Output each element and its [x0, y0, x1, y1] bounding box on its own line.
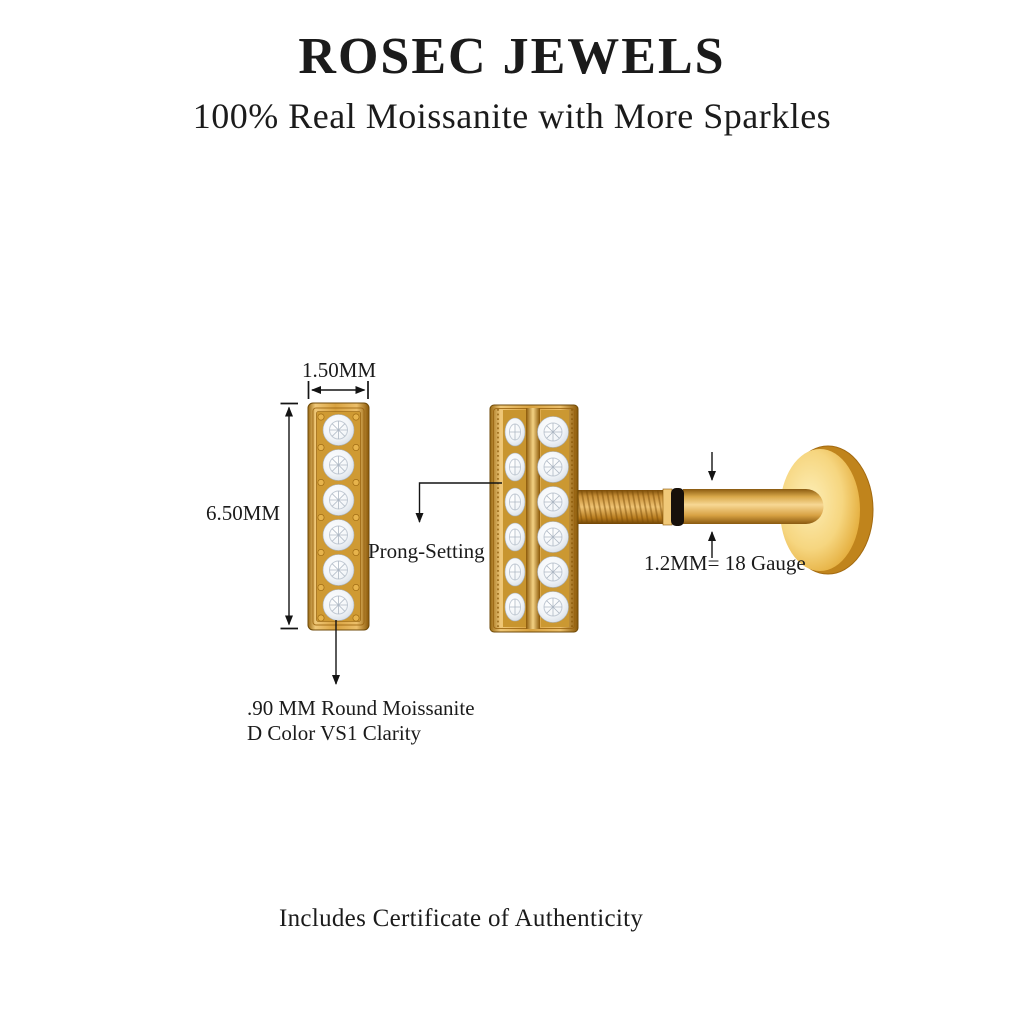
post-gauge-label: 1.2MM= 18 Gauge — [644, 551, 806, 575]
post-collar — [662, 488, 673, 526]
stone-spec-line2: D Color VS1 Clarity — [247, 720, 422, 745]
stone-spec-line1: .90 MM Round Moissanite — [247, 696, 475, 720]
side-view-earring — [489, 404, 874, 633]
bar-height-label: 6.50MM — [206, 501, 281, 525]
stone-spec-label: .90 MM Round Moissanite D Color VS1 Clar… — [247, 696, 475, 746]
prong-setting-label: Prong-Setting — [368, 539, 485, 563]
front-view-earring — [307, 402, 370, 631]
brand-title: ROSEC JEWELS — [298, 28, 726, 85]
certificate-note: Includes Certificate of Authenticity — [279, 905, 644, 932]
bar-width-label: 1.50MM — [302, 358, 377, 382]
post-shaft — [683, 489, 824, 524]
threaded-post — [576, 490, 668, 524]
width-dimension-arrow — [307, 381, 369, 399]
side-view-bar — [489, 404, 579, 633]
tagline: 100% Real Moissanite with More Sparkles — [192, 96, 832, 136]
height-dimension-arrow — [280, 402, 298, 630]
prong-setting-pointer-arrow — [415, 482, 502, 523]
o-ring — [671, 488, 684, 526]
